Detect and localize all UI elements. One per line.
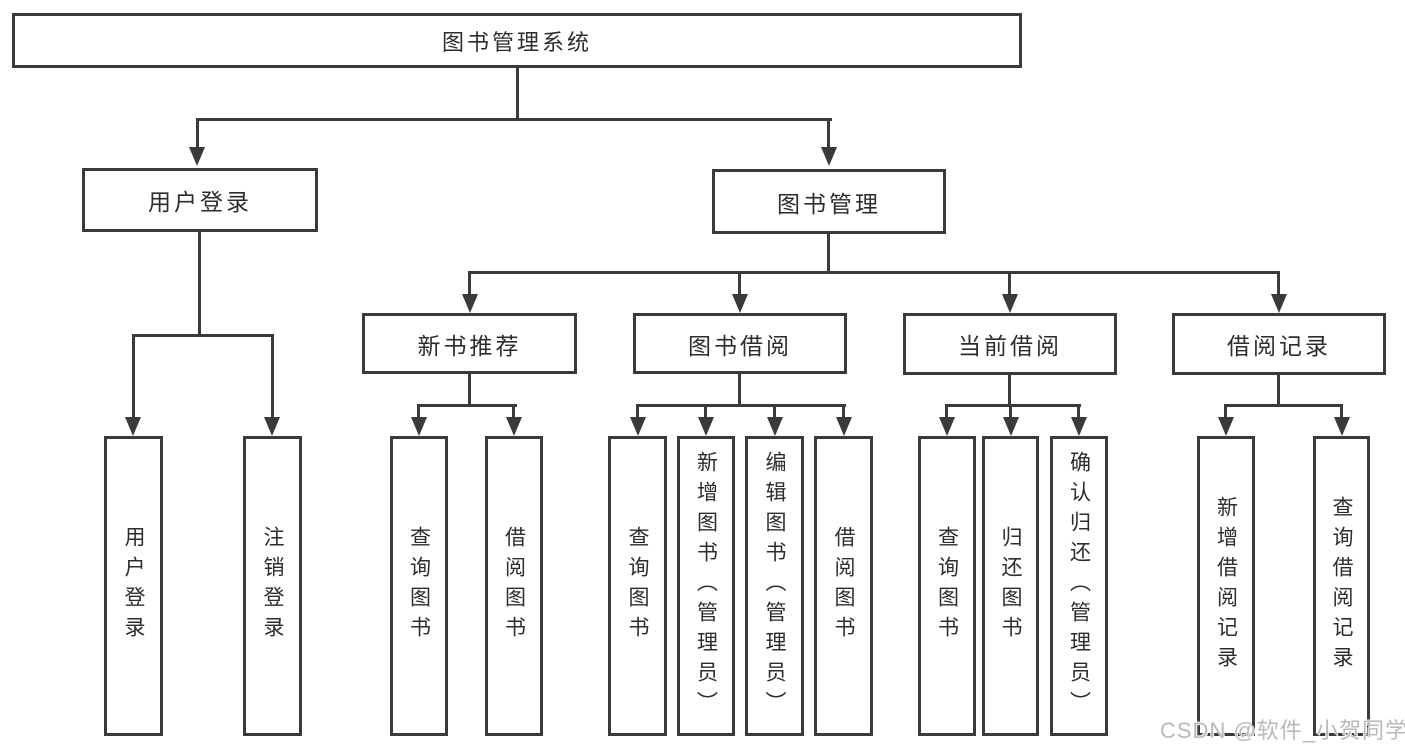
leaf-logout: 注销登录 <box>243 436 302 736</box>
connector-bookmgmt-stem <box>827 233 830 274</box>
leaf-borrow-books: 借阅图书 <box>814 436 873 736</box>
arrow-down-icon <box>1334 417 1350 436</box>
arrow-down-icon <box>264 417 280 436</box>
arrow-down-icon <box>821 147 837 166</box>
arrow-down-icon <box>506 417 522 436</box>
node-current-borrowing: 当前借阅 <box>903 313 1117 375</box>
connector-records-bus <box>1224 404 1343 407</box>
connector-root-stem <box>516 66 519 120</box>
connector-drop-leaf <box>636 404 639 422</box>
leaf-query-books: 查询图书 <box>918 436 976 736</box>
connector-drop-leaf <box>1340 404 1343 422</box>
leaf-edit-books-admin: 编辑图书（管理员） <box>745 436 804 736</box>
connector-drop-leaf <box>842 404 845 422</box>
arrow-down-icon <box>767 417 783 436</box>
node-new-book-recommendation: 新书推荐 <box>362 313 577 374</box>
node-borrowing-records: 借阅记录 <box>1172 313 1386 375</box>
connector-drop-records <box>1277 271 1280 298</box>
connector-newbook-bus <box>417 404 517 407</box>
connector-bookmgmt-bus <box>468 271 1280 274</box>
arrow-down-icon <box>1218 417 1234 436</box>
connector-drop-leaf <box>773 404 776 422</box>
connector-drop-leaf <box>704 404 707 422</box>
connector-drop-newbook <box>468 271 471 298</box>
connector-drop-leaf <box>512 404 515 422</box>
arrow-down-icon <box>1271 294 1287 313</box>
leaf-add-books-admin: 新增图书（管理员） <box>677 436 735 736</box>
connector-drop-leaf <box>132 334 135 422</box>
leaf-query-borrow-record: 查询借阅记录 <box>1313 436 1370 736</box>
node-book-management: 图书管理 <box>712 169 946 234</box>
node-user-login: 用户登录 <box>82 168 318 232</box>
arrow-down-icon <box>1071 417 1087 436</box>
connector-drop-leaf <box>271 334 274 422</box>
arrow-down-icon <box>1003 417 1019 436</box>
node-book-borrowing: 图书借阅 <box>633 313 847 374</box>
arrow-down-icon <box>939 417 955 436</box>
leaf-query-books: 查询图书 <box>608 436 667 736</box>
connector-bookborrow-stem <box>738 372 741 407</box>
arrow-down-icon <box>698 417 714 436</box>
arrow-down-icon <box>732 294 748 313</box>
connector-drop-leaf <box>945 404 948 422</box>
connector-drop-leaf <box>417 404 420 422</box>
arrow-down-icon <box>189 147 205 166</box>
leaf-add-borrow-record: 新增借阅记录 <box>1197 436 1255 736</box>
connector-userlogin-bus <box>132 334 274 337</box>
connector-drop-currentborrow <box>1008 271 1011 298</box>
connector-currentborrow-stem <box>1008 375 1011 407</box>
connector-drop-leaf <box>1009 404 1012 422</box>
connector-drop-book-mgmt <box>827 118 830 151</box>
arrow-down-icon <box>462 294 478 313</box>
connector-drop-bookborrow <box>738 271 741 298</box>
leaf-return-books: 归还图书 <box>982 436 1039 736</box>
arrow-down-icon <box>411 417 427 436</box>
leaf-borrow-books: 借阅图书 <box>485 436 543 736</box>
connector-userlogin-stem <box>198 230 201 337</box>
connector-drop-leaf <box>1224 404 1227 422</box>
connector-drop-leaf <box>1077 404 1080 422</box>
node-root: 图书管理系统 <box>12 13 1022 68</box>
arrow-down-icon <box>125 417 141 436</box>
connector-newbook-stem <box>468 372 471 407</box>
connector-bookborrow-bus <box>636 404 846 407</box>
leaf-query-books: 查询图书 <box>390 436 448 736</box>
arrow-down-icon <box>836 417 852 436</box>
connector-currentborrow-bus <box>945 404 1081 407</box>
leaf-user-login: 用户登录 <box>104 436 163 736</box>
connector-drop-user-login <box>196 118 199 151</box>
connector-records-stem <box>1277 373 1280 407</box>
connector-root-bus <box>196 118 832 121</box>
arrow-down-icon <box>1002 294 1018 313</box>
arrow-down-icon <box>630 417 646 436</box>
leaf-confirm-return-admin: 确认归还（管理员） <box>1050 436 1108 736</box>
